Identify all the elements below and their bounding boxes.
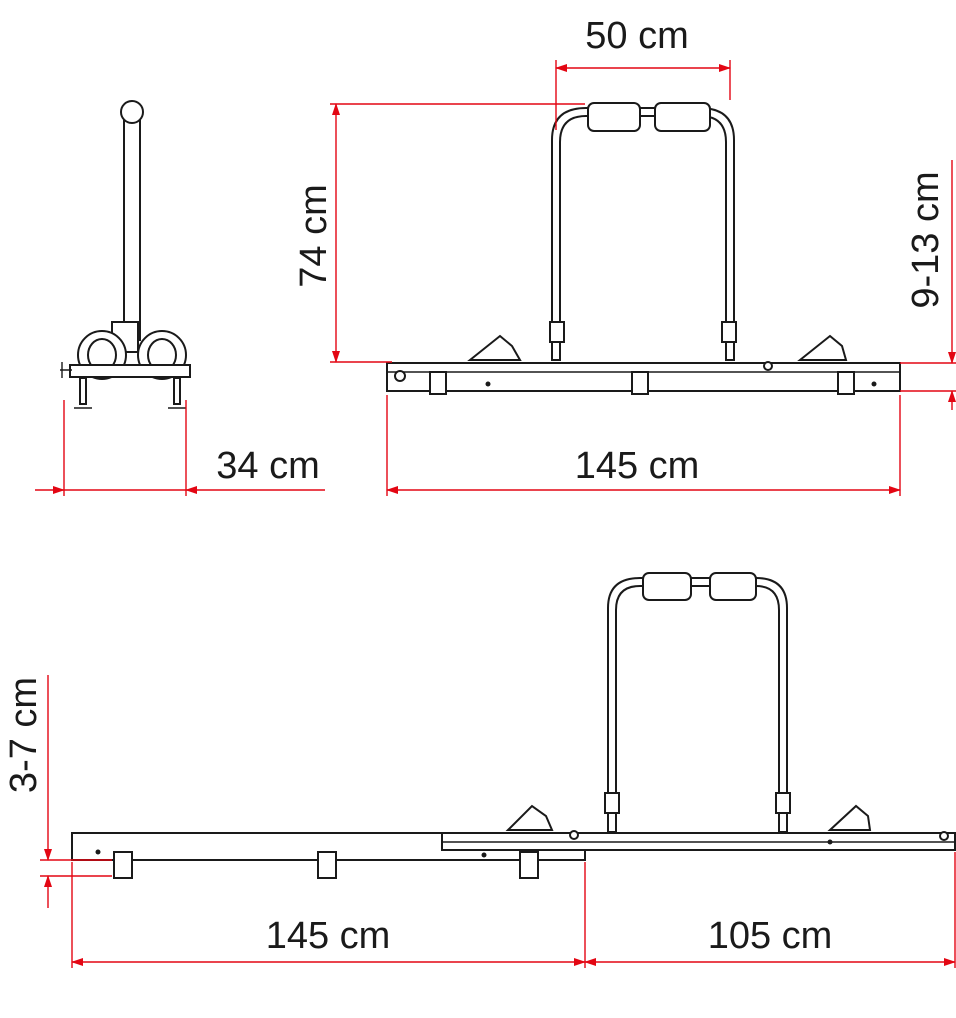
label-top-width: 50 cm (585, 15, 688, 57)
label-rail-clearance: 9-13 cm (905, 171, 947, 308)
front-view-drawing (386, 102, 901, 395)
dimension-top-width: 50 cm (555, 15, 731, 130)
label-height: 74 cm (293, 184, 335, 287)
dimension-height: 74 cm (293, 103, 585, 363)
label-extension-length: 105 cm (708, 915, 833, 957)
dimension-rail-clearance: 9-13 cm (900, 160, 956, 410)
dimension-rail-length-top: 145 cm (386, 395, 901, 496)
label-side-depth: 34 cm (216, 445, 319, 487)
label-rail-length-bottom: 145 cm (266, 915, 391, 957)
extended-view-drawing (71, 572, 956, 879)
side-view-drawing (60, 100, 191, 409)
dimension-side-depth: 34 cm (35, 400, 325, 496)
dimension-bottom-lengths: 145 cm 105 cm (71, 852, 956, 968)
label-bottom-clearance: 3-7 cm (3, 677, 45, 793)
label-rail-length-top: 145 cm (575, 445, 700, 487)
dimension-bottom-clearance: 3-7 cm (3, 675, 112, 908)
